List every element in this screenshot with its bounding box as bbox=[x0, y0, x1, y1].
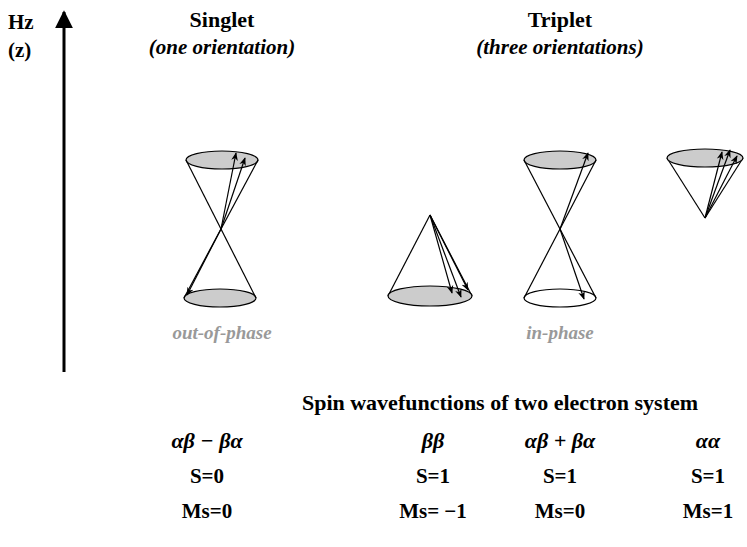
field-axis bbox=[63, 12, 66, 372]
state-title: Singlet bbox=[190, 7, 255, 32]
axis-label: (z) bbox=[8, 38, 31, 62]
projection-number: Ms=1 bbox=[683, 499, 733, 523]
state-subtitle: (three orientations) bbox=[476, 35, 643, 59]
axis-label: Hz bbox=[8, 10, 34, 34]
wavefunction: αα bbox=[696, 428, 720, 453]
wavefunction: ββ bbox=[422, 428, 445, 453]
triplet-down-cone bbox=[388, 215, 472, 306]
spin-quantum-number: S=1 bbox=[691, 464, 725, 488]
spin-quantum-number: S=1 bbox=[416, 464, 450, 488]
projection-number: Ms= −1 bbox=[399, 499, 467, 523]
triplet-zero-cone bbox=[524, 151, 596, 307]
triplet-up-cone bbox=[667, 149, 743, 218]
phase-label: out-of-phase bbox=[172, 322, 271, 344]
spin-quantum-number: S=1 bbox=[543, 464, 577, 488]
projection-number: Ms=0 bbox=[182, 499, 232, 523]
state-subtitle: (one orientation) bbox=[149, 35, 295, 59]
state-title: Triplet bbox=[528, 7, 592, 32]
singlet-cone bbox=[184, 151, 258, 307]
projection-number: Ms=0 bbox=[535, 499, 585, 523]
caption: Spin wavefunctions of two electron syste… bbox=[302, 390, 698, 415]
phase-label: in-phase bbox=[526, 322, 594, 344]
wavefunction: αβ − βα bbox=[171, 428, 242, 453]
wavefunction: αβ + βα bbox=[525, 428, 595, 453]
spin-quantum-number: S=0 bbox=[190, 464, 224, 488]
